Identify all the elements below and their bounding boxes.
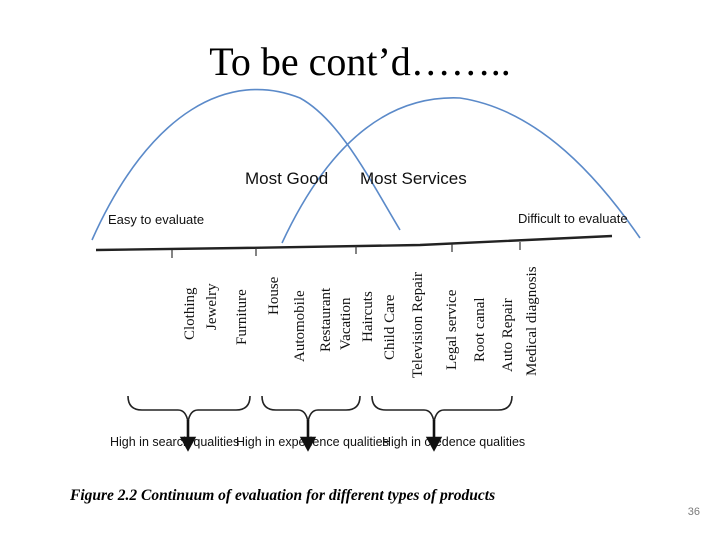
group-arrows: [179, 420, 443, 452]
difficult-to-evaluate-label: Difficult to evaluate: [518, 211, 628, 226]
credence-qualities-label: High in credence qualities: [382, 435, 525, 449]
search-qualities-label: High in search qualities: [110, 435, 239, 449]
credence-brace: [371, 395, 513, 423]
product-label: Furniture: [234, 289, 250, 345]
product-label: Restaurant: [318, 287, 334, 352]
easy-to-evaluate-label: Easy to evaluate: [108, 212, 204, 227]
experience-brace: [261, 395, 361, 423]
product-label: Legal service: [444, 289, 460, 370]
product-label: Automobile: [292, 290, 308, 362]
product-label: Haircuts: [360, 291, 376, 342]
product-label: Medical diagnosis: [524, 266, 540, 376]
product-label: Root canal: [472, 297, 488, 362]
services-curve: [281, 97, 641, 244]
product-labels: Clothing Jewelry Furniture House Automob…: [182, 266, 540, 378]
product-ticks: [171, 242, 521, 258]
search-brace: [127, 395, 251, 423]
page-number: 36: [687, 506, 700, 518]
product-label: Clothing: [182, 287, 198, 340]
most-services-label: Most Services: [360, 169, 467, 188]
product-label: Auto Repair: [500, 298, 516, 372]
group-braces: [127, 395, 513, 423]
product-label: Child Care: [382, 294, 398, 360]
figure-caption: Figure 2.2 Continuum of evaluation for d…: [70, 487, 496, 504]
most-good-label: Most Good: [245, 169, 328, 188]
slide-title: To be cont’d……..: [209, 39, 511, 84]
product-label: Vacation: [338, 297, 354, 350]
experience-qualities-label: High in experience qualities: [236, 435, 389, 449]
continuum-baseline: [95, 234, 613, 252]
product-label: House: [266, 276, 282, 315]
goods-curve: [91, 88, 401, 241]
product-label: Television Repair: [410, 272, 426, 378]
product-label: Jewelry: [204, 283, 220, 330]
